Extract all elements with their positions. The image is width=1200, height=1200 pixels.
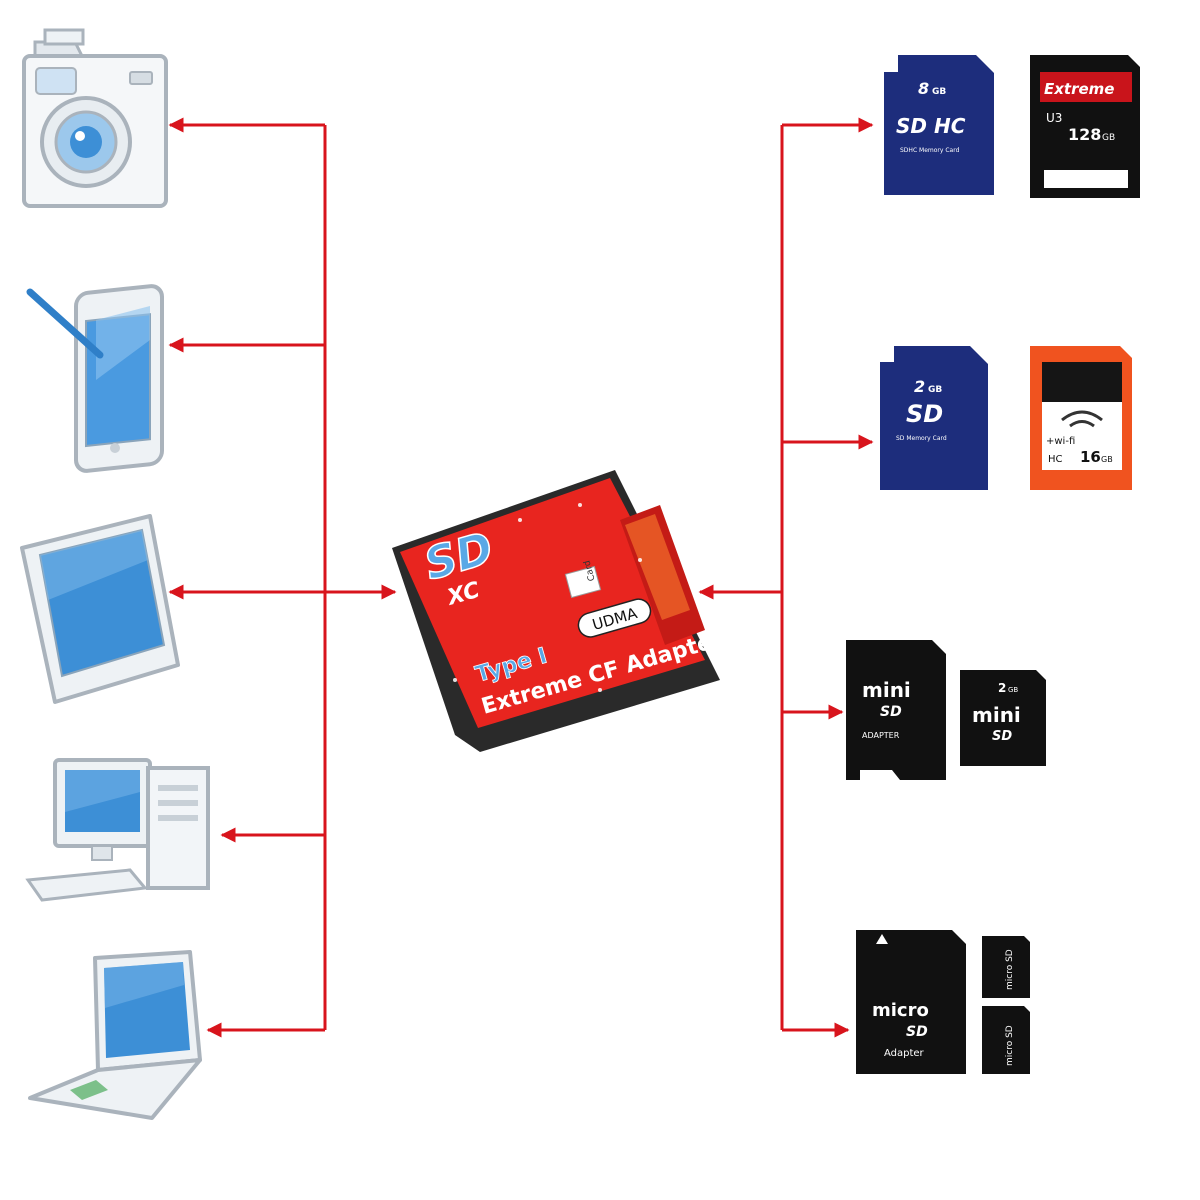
wifi-label: +wi-fi [1046,436,1075,447]
wifi-size: 16 [1080,448,1101,466]
mini2-logo-top: mini [972,703,1021,727]
mini2-size: 2 [998,681,1006,695]
wifi-unit: GB [1101,455,1113,464]
extreme-brand: Extreme [1044,80,1114,98]
miniadapter-logo-bottom: SD [880,704,902,720]
sdhc-8gb-card: 8 GB SD HC SDHC Memory Card [884,55,994,195]
desktop-computer-icon [25,758,210,902]
laptop-icon [28,950,202,1120]
miniadapter-logo-top: mini [862,678,911,702]
camera-icon [22,28,168,208]
sdhc-caption: SDHC Memory Card [900,147,960,154]
minisd-2gb-card: 2 GB mini SD [960,670,1046,766]
connectors [168,117,874,1038]
microadapter-logo-bottom: SD [906,1024,928,1040]
minisd-adapter: mini SD ADAPTER [846,640,946,780]
sd2-logo: SD [906,400,943,428]
sdhc-size: 8 [918,79,929,98]
extreme-128gb-card: Extreme U3 128 GB [1030,55,1140,198]
micro1-logo: micro SD [1005,949,1015,990]
wifi-class: HC [1048,454,1063,465]
monitor-icon [20,514,180,704]
cf-adapter: Card SD XC UDMA Type I Extreme CF Adapte… [392,470,726,752]
microsd-card-1: micro SD [982,936,1030,998]
extreme-size: 128 [1068,125,1101,144]
wifi-16gb-card: +wi-fi HC 16 GB [1030,346,1132,490]
mini2-logo-bottom: SD [992,729,1012,744]
micro2-logo: micro SD [1005,1025,1015,1066]
tablet-stylus-icon [26,284,164,473]
microsd-adapter: micro SD Adapter [856,930,966,1074]
sdhc-logo: SD HC [896,114,966,138]
microsd-card-2: micro SD [982,1006,1030,1074]
sd2-caption: SD Memory Card [896,435,947,442]
extreme-unit: GB [1102,133,1115,143]
microadapter-caption: Adapter [884,1048,925,1059]
mini2-unit: GB [1008,686,1018,694]
microadapter-logo-top: micro [872,1000,929,1021]
sdhc-unit: GB [932,87,946,97]
sd-2gb-card: 2 GB SD SD Memory Card [880,346,988,490]
miniadapter-caption: ADAPTER [862,731,900,740]
sd2-unit: GB [928,385,942,395]
extreme-class: U3 [1046,111,1062,125]
sd2-size: 2 [914,377,925,396]
